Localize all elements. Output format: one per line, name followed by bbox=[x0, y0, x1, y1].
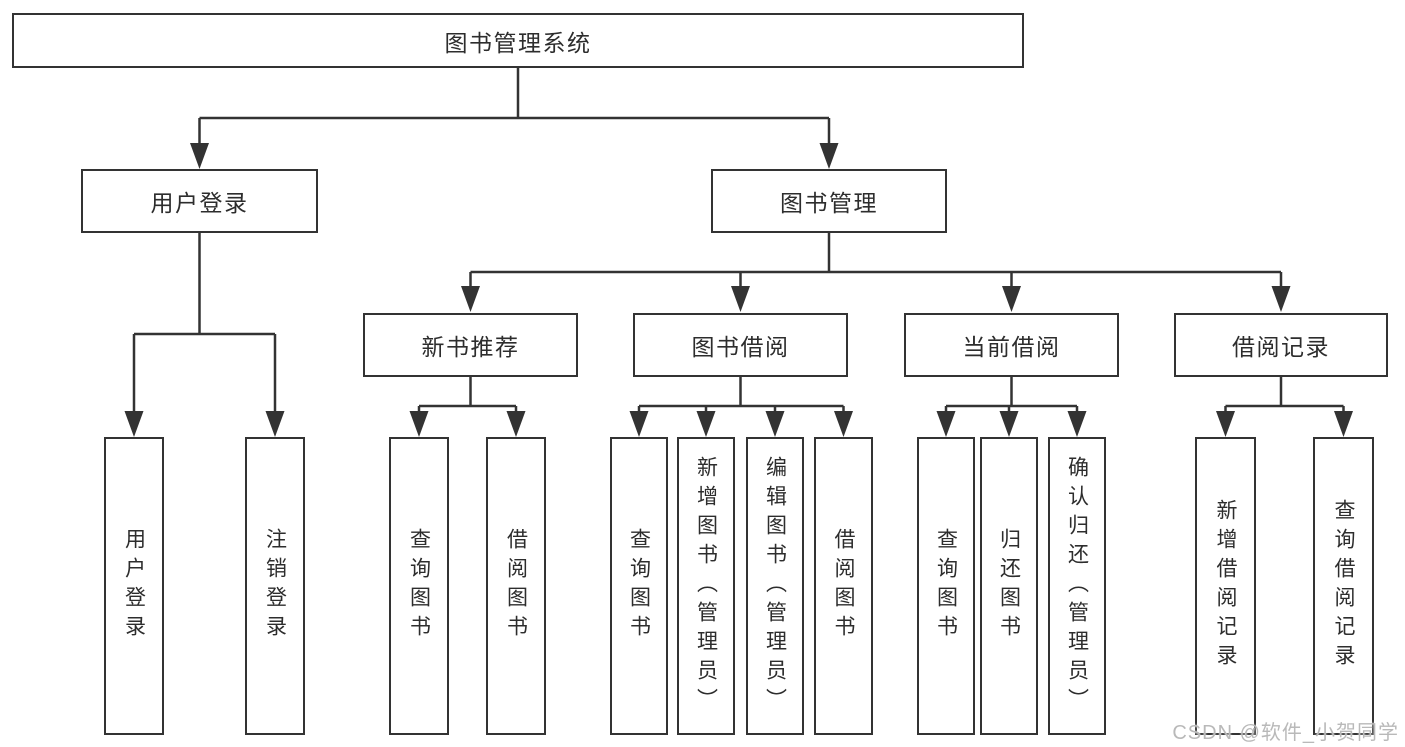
node-label: 归还图书 bbox=[997, 528, 1021, 644]
leaf-query-books-borrowing: 查询图书 bbox=[610, 437, 668, 735]
node-book-borrowing: 图书借阅 bbox=[633, 313, 848, 377]
leaf-query-books-recommend: 查询图书 bbox=[389, 437, 449, 735]
node-label: 借阅图书 bbox=[504, 528, 528, 644]
leaf-query-borrow-record: 查询借阅记录 bbox=[1313, 437, 1374, 735]
node-user-login: 用户登录 bbox=[81, 169, 318, 233]
leaf-borrow-books-recommend: 借阅图书 bbox=[486, 437, 546, 735]
node-label: 新增借阅记录 bbox=[1214, 499, 1237, 673]
node-label: 查询图书 bbox=[934, 528, 958, 644]
leaf-logout: 注销登录 bbox=[245, 437, 305, 735]
leaf-confirm-return-admin: 确认归还（管理员） bbox=[1048, 437, 1106, 735]
node-label: 编辑图书（管理员） bbox=[763, 455, 787, 717]
node-label: 用户登录 bbox=[122, 528, 146, 644]
node-label: 新增图书（管理员） bbox=[694, 455, 718, 717]
node-label: 图书借阅 bbox=[691, 334, 790, 360]
node-label: 注销登录 bbox=[263, 528, 287, 644]
csdn-watermark: CSDN @软件_小贺同学 bbox=[1172, 722, 1399, 744]
node-current-borrowing: 当前借阅 bbox=[904, 313, 1119, 377]
node-label: 查询图书 bbox=[407, 528, 431, 644]
node-label: 确认归还（管理员） bbox=[1065, 455, 1089, 717]
node-label: 当前借阅 bbox=[962, 334, 1061, 360]
node-book-management: 图书管理 bbox=[711, 169, 947, 233]
node-library-management-system: 图书管理系统 bbox=[12, 13, 1024, 68]
node-new-book-recommend: 新书推荐 bbox=[363, 313, 578, 377]
node-label: 查询借阅记录 bbox=[1332, 499, 1355, 673]
node-label: 查询图书 bbox=[627, 528, 651, 644]
node-label: 图书管理 bbox=[780, 190, 878, 216]
node-label: 借阅记录 bbox=[1232, 334, 1330, 360]
leaf-add-borrow-record: 新增借阅记录 bbox=[1195, 437, 1256, 735]
node-label: 新书推荐 bbox=[421, 334, 520, 360]
node-borrowing-records: 借阅记录 bbox=[1174, 313, 1388, 377]
leaf-add-book-admin: 新增图书（管理员） bbox=[677, 437, 735, 735]
leaf-query-books-current: 查询图书 bbox=[917, 437, 975, 735]
leaf-user-login: 用户登录 bbox=[104, 437, 164, 735]
node-label: 用户登录 bbox=[150, 190, 249, 216]
leaf-edit-book-admin: 编辑图书（管理员） bbox=[746, 437, 804, 735]
leaf-borrow-books: 借阅图书 bbox=[814, 437, 873, 735]
leaf-return-book: 归还图书 bbox=[980, 437, 1038, 735]
node-label: 图书管理系统 bbox=[444, 29, 592, 56]
node-label: 借阅图书 bbox=[832, 528, 855, 644]
